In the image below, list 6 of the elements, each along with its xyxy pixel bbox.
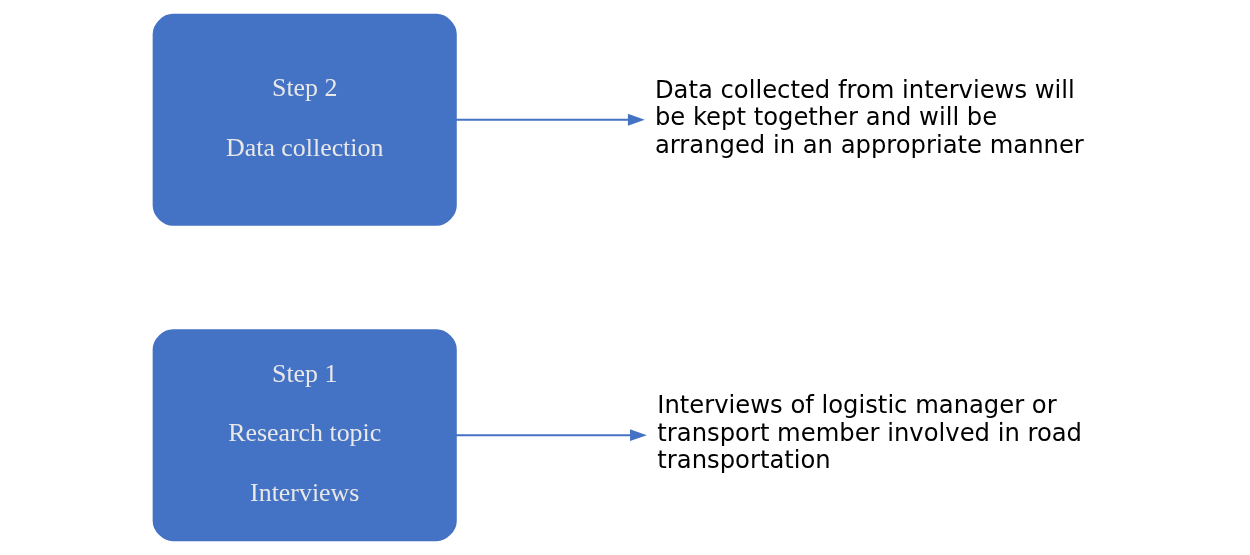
node-box: Step 1 Research topic Interviews xyxy=(152,329,457,542)
node-box: Step 2 Data collection xyxy=(152,13,457,226)
arrow xyxy=(455,113,645,126)
node-text: Interviews of logistic manager or transport member involved in road transportation xyxy=(657,390,1083,475)
node-text: Data collected from interviews will be kept together and will be arranged in an appropriate manner xyxy=(654,74,1084,159)
arrow xyxy=(455,429,647,442)
